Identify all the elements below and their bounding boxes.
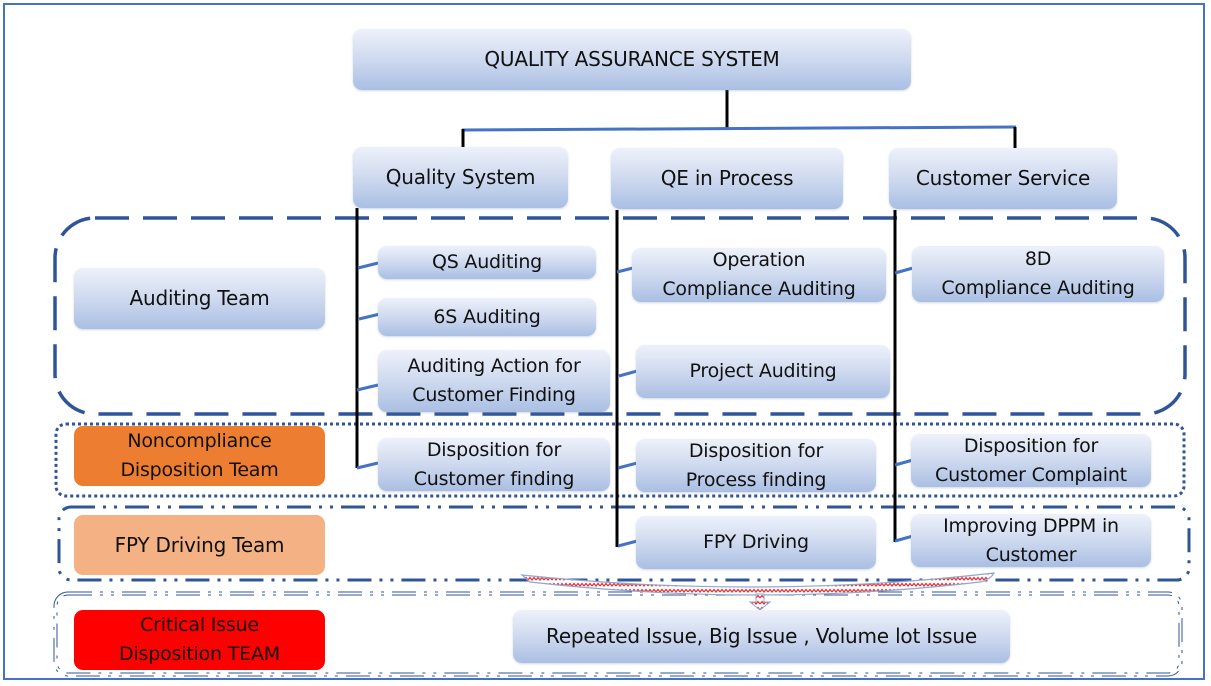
team-noncompliance-disposition[interactable]: Noncompliance Disposition Team <box>74 426 325 486</box>
team-auditing[interactable]: Auditing Team <box>74 268 325 329</box>
task-disposition-customer-finding[interactable]: Disposition for Customer finding <box>378 438 610 491</box>
auditing-group-border <box>53 216 1187 416</box>
tick-disp-process-finding <box>617 461 638 470</box>
tick-operation-compliance <box>616 266 634 274</box>
tick-disp-customer-finding <box>356 461 379 470</box>
task-critical-issues[interactable]: Repeated Issue, Big Issue , Volume lot I… <box>513 610 1010 663</box>
task-disposition-process-finding[interactable]: Disposition for Process finding <box>636 439 876 492</box>
task-project-auditing[interactable]: Project Auditing <box>636 345 890 398</box>
team-critical-issue-disposition[interactable]: Critical Issue Disposition TEAM <box>74 610 325 670</box>
task-operation-compliance-auditing[interactable]: Operation Compliance Auditing <box>632 248 886 302</box>
team-fpy-driving[interactable]: FPY Driving Team <box>74 515 325 575</box>
branch-ticks <box>356 261 914 548</box>
branch-quality-system[interactable]: Quality System <box>353 147 568 208</box>
task-disposition-customer-complaint[interactable]: Disposition for Customer Complaint <box>911 434 1151 487</box>
noncompliance-group-border <box>54 422 1186 498</box>
tick-disp-customer-complaint <box>894 458 914 467</box>
task-auditing-action-customer-finding[interactable]: Auditing Action for Customer Finding <box>378 350 610 412</box>
task-fpy-driving[interactable]: FPY Driving <box>636 516 876 569</box>
tick-fpy-driving <box>617 539 638 548</box>
tick-project-auditing <box>618 369 638 378</box>
fpy-group-border <box>57 505 1191 582</box>
branch-qe-in-process[interactable]: QE in Process <box>611 148 843 209</box>
escalation-arrow-icon <box>520 572 996 611</box>
diagram-frame <box>3 3 1205 680</box>
tick-auditing-action <box>356 383 379 392</box>
branch-customer-service[interactable]: Customer Service <box>889 148 1117 209</box>
task-improving-dppm-customer[interactable]: Improving DPPM in Customer <box>911 514 1151 567</box>
task-6s-auditing[interactable]: 6S Auditing <box>378 298 596 336</box>
tick-6s-auditing <box>358 312 381 321</box>
task-qs-auditing[interactable]: QS Auditing <box>378 246 596 279</box>
tick-improving-dppm <box>894 534 914 543</box>
critical-group-border <box>53 591 1183 677</box>
tick-qs-auditing <box>357 261 379 270</box>
task-8d-compliance-auditing[interactable]: 8D Compliance Auditing <box>912 246 1164 302</box>
title-node[interactable]: QUALITY ASSURANCE SYSTEM <box>353 29 911 90</box>
tick-8d-compliance <box>894 266 914 275</box>
connector-branch-bus <box>461 125 1017 132</box>
